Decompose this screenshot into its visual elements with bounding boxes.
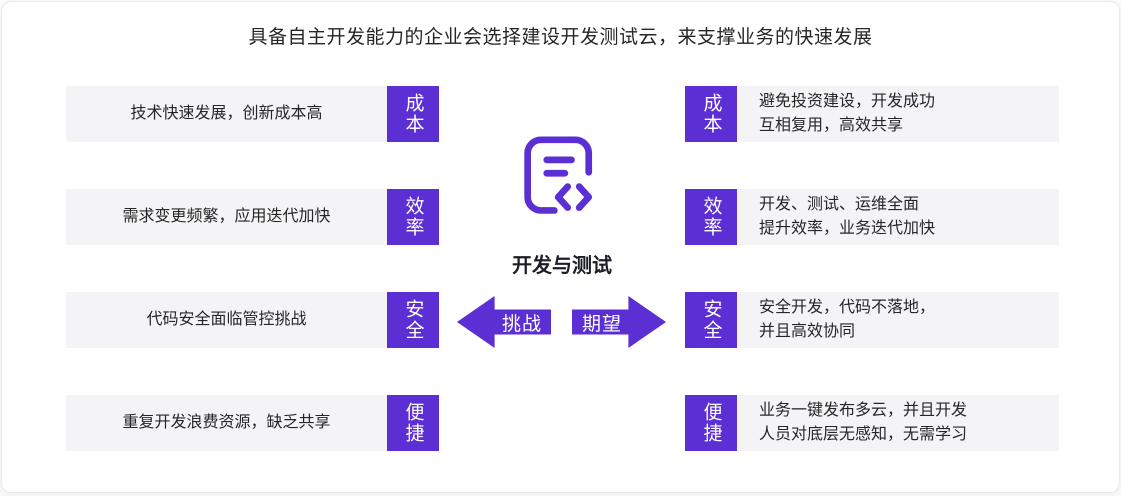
center-title: 开发与测试: [512, 255, 612, 277]
category-tag-efficiency: 效率: [685, 189, 737, 245]
challenge-row: 重复开发浪费资源，缺乏共享 便捷: [66, 395, 439, 451]
expectation-text: 安全开发，代码不落地， 并且高效协同: [737, 292, 1059, 348]
category-tag-convenience: 便捷: [685, 395, 737, 451]
expectation-row: 便捷 业务一键发布多云，并且开发 人员对底层无感知，无需学习: [685, 395, 1059, 451]
challenge-text: 重复开发浪费资源，缺乏共享: [66, 395, 387, 451]
expectation-text: 避免投资建设，开发成功 互相复用，高效共享: [737, 86, 1059, 142]
category-tag-cost: 成本: [685, 86, 737, 142]
expectations-column: 成本 避免投资建设，开发成功 互相复用，高效共享 效率 开发、测试、运维全面 提…: [685, 86, 1059, 451]
category-tag-convenience: 便捷: [387, 395, 439, 451]
category-tag-security: 安全: [685, 292, 737, 348]
expectation-arrow-label: 期望: [582, 313, 623, 335]
challenge-text: 需求变更频繁，应用迭代加快: [66, 189, 387, 245]
challenge-row: 需求变更频繁，应用迭代加快 效率: [66, 189, 439, 245]
code-document-icon: [520, 132, 604, 224]
challenge-text: 技术快速发展，创新成本高: [66, 86, 387, 142]
challenge-text: 代码安全面临管控挑战: [66, 292, 387, 348]
category-tag-efficiency: 效率: [387, 189, 439, 245]
expectation-row: 成本 避免投资建设，开发成功 互相复用，高效共享: [685, 86, 1059, 142]
expectation-text: 开发、测试、运维全面 提升效率，业务迭代加快: [737, 189, 1059, 245]
expectation-arrow: 期望: [572, 296, 666, 348]
category-tag-security: 安全: [387, 292, 439, 348]
challenges-column: 技术快速发展，创新成本高 成本 需求变更频繁，应用迭代加快 效率 代码安全面临管…: [66, 86, 439, 451]
challenge-arrow-label: 挑战: [502, 313, 543, 335]
challenge-row: 技术快速发展，创新成本高 成本: [66, 86, 439, 142]
category-tag-cost: 成本: [387, 86, 439, 142]
challenge-row: 代码安全面临管控挑战 安全: [66, 292, 439, 348]
expectation-row: 效率 开发、测试、运维全面 提升效率，业务迭代加快: [685, 189, 1059, 245]
expectation-text: 业务一键发布多云，并且开发 人员对底层无感知，无需学习: [737, 395, 1059, 451]
expectation-row: 安全 安全开发，代码不落地， 并且高效协同: [685, 292, 1059, 348]
challenge-arrow: 挑战: [457, 296, 551, 348]
page-title: 具备自主开发能力的企业会选择建设开发测试云，来支撑业务的快速发展: [248, 27, 873, 48]
